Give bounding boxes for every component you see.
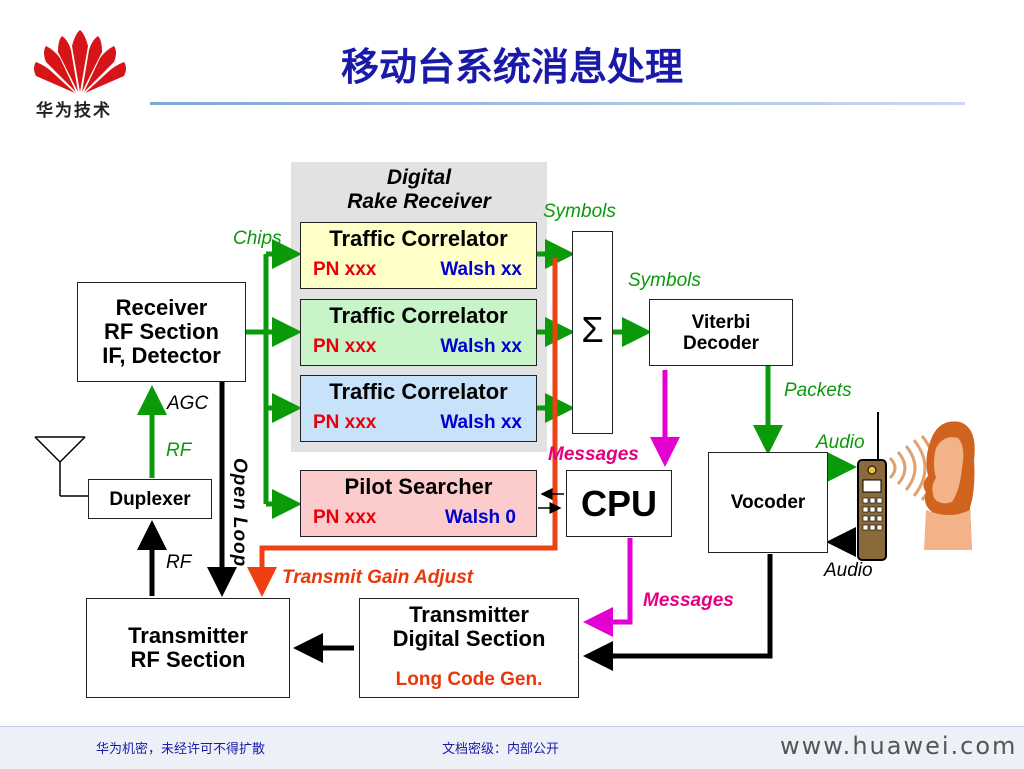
tx-digital-line1: Transmitter (409, 602, 529, 627)
viterbi-decoder: Viterbi Decoder (649, 299, 793, 366)
label-agc: AGC (167, 393, 209, 414)
rake-title-line2: Rake Receiver (347, 190, 491, 213)
cpu-label: CPU (580, 482, 657, 524)
label-open-loop: Open Loop (229, 458, 250, 568)
footer-confidential: 华为机密，未经许可不得扩散 (96, 742, 266, 757)
brand-text: 华为技术 (36, 101, 112, 121)
tx-rf-line1: Transmitter (128, 623, 248, 648)
page-title: 移动台系统消息处理 (340, 45, 683, 89)
correlator-walsh: Walsh xx (440, 412, 522, 433)
pilot-title: Pilot Searcher (344, 474, 493, 499)
rake-title-line1: Digital (386, 166, 452, 189)
label-symbols-1: Symbols (543, 201, 616, 222)
sigma-combiner: Σ (572, 231, 613, 434)
label-chips: Chips (233, 228, 282, 249)
pilot-searcher: Pilot Searcher PN xxx Walsh 0 (300, 470, 537, 537)
footer-website: www.huawei.com (780, 732, 1018, 760)
vocoder-label: Vocoder (730, 492, 806, 513)
sigma-symbol: Σ (581, 308, 604, 350)
rake-title: Digital Rake Receiver (291, 166, 547, 214)
pilot-pn: PN xxx (313, 507, 377, 528)
transmitter-rf-section: Transmitter RF Section (86, 598, 290, 698)
cpu-block: CPU (566, 470, 672, 537)
phone-user-illustration (857, 412, 975, 561)
transmitter-digital-section: Transmitter Digital Section Long Code Ge… (359, 598, 579, 698)
pilot-walsh: Walsh 0 (444, 507, 516, 528)
correlator-pn: PN xxx (313, 336, 377, 357)
viterbi-line1: Viterbi (691, 311, 751, 333)
label-packets: Packets (784, 380, 852, 401)
receiver-line3: IF, Detector (102, 343, 221, 368)
label-audio-in: Audio (816, 432, 865, 453)
footer-bar (0, 726, 1024, 769)
label-rf-1: RF (166, 440, 192, 461)
label-messages-2: Messages (643, 590, 734, 611)
duplexer-label: Duplexer (109, 488, 191, 510)
receiver-line1: Receiver (115, 295, 208, 320)
correlator-title: Traffic Correlator (329, 226, 508, 251)
traffic-correlator-1: Traffic Correlator PN xxx Walsh xx (300, 222, 537, 289)
label-audio-out: Audio (824, 560, 873, 581)
tx-rf-line2: RF Section (130, 647, 246, 672)
label-rf-2: RF (166, 552, 192, 573)
label-symbols-2: Symbols (628, 270, 701, 291)
correlator-pn: PN xxx (313, 412, 377, 433)
huawei-logo (34, 30, 126, 93)
receiver-line2: RF Section (104, 319, 219, 344)
receiver-rf-section: Receiver RF Section IF, Detector (77, 282, 246, 382)
vocoder: Vocoder (708, 452, 828, 553)
traffic-correlator-2: Traffic Correlator PN xxx Walsh xx (300, 299, 537, 366)
tx-digital-line2: Digital Section (392, 626, 546, 651)
label-transmit-gain-adjust: Transmit Gain Adjust (282, 567, 474, 588)
label-messages-1: Messages (548, 444, 639, 465)
correlator-pn: PN xxx (313, 259, 377, 280)
footer-classification: 文档密级：内部公开 (442, 742, 560, 757)
long-code-gen: Long Code Gen. (395, 669, 543, 690)
correlator-title: Traffic Correlator (329, 379, 508, 404)
header-rule (150, 102, 965, 105)
correlator-walsh: Walsh xx (440, 336, 522, 357)
correlator-walsh: Walsh xx (440, 259, 522, 280)
duplexer: Duplexer (88, 479, 212, 519)
viterbi-line2: Decoder (682, 332, 760, 354)
traffic-correlator-3: Traffic Correlator PN xxx Walsh xx (300, 375, 537, 442)
correlator-title: Traffic Correlator (329, 303, 508, 328)
